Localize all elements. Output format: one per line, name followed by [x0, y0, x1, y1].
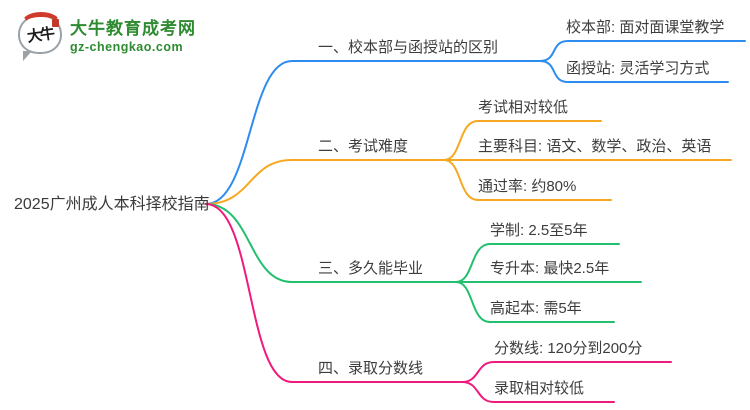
branch-2-child-3-line [443, 159, 612, 201]
branch-1-child-2-line [539, 60, 729, 83]
site-domain: gz-chengkao.com [70, 40, 184, 54]
branch-1-label: 一、校本部与函授站的区别 [318, 39, 499, 56]
branch-3-child-3-line [455, 281, 615, 323]
site-logo: 大牛 大牛教育成考网 gz-chengkao.com [18, 12, 196, 61]
branch-2-label: 二、考试难度 [318, 138, 409, 155]
branch-2-line [205, 159, 445, 205]
branch-3-label: 三、多久能毕业 [318, 260, 424, 277]
branch-1-child-1-line [539, 40, 746, 62]
logo-arc-icon [21, 12, 61, 36]
branch-3-child-3-label: 高起本: 需5年 [490, 300, 582, 317]
branch-4-child-2-label: 录取相对较低 [494, 380, 585, 397]
branch-2-child-3-label: 通过率: 约80% [478, 178, 577, 195]
branch-1-child-1-label: 校本部: 面对面课堂教学 [566, 19, 725, 36]
branch-1-child-2-label: 函授站: 灵活学习方式 [566, 60, 710, 77]
branch-2-child-2-label: 主要科目: 语文、数学、政治、英语 [478, 138, 712, 155]
branch-1-line [205, 60, 541, 205]
branch-4-child-1-line [461, 361, 672, 383]
branch-4-child-1-label: 分数线: 120分到200分 [494, 340, 643, 357]
branch-3-child-1-line [455, 243, 620, 283]
logo-characters: 大牛 [25, 23, 55, 46]
logo-text: 大牛教育成考网 gz-chengkao.com [70, 14, 196, 54]
branch-4-line [205, 203, 463, 383]
site-name: 大牛教育成考网 [70, 19, 196, 38]
logo-bubble-icon: 大牛 [18, 12, 62, 61]
branch-3-line [205, 203, 457, 283]
root-node-label: 2025广州成人本科择校指南 [14, 196, 210, 213]
logo-seal-icon [52, 19, 59, 27]
branch-3-child-1-label: 学制: 2.5至5年 [490, 222, 588, 239]
branch-3-child-2-label: 专升本: 最快2.5年 [490, 260, 610, 277]
branch-2-child-1-line [443, 120, 602, 161]
branch-4-label: 四、录取分数线 [318, 360, 424, 377]
branch-4-child-2-line [461, 381, 615, 403]
branch-2-child-1-label: 考试相对较低 [478, 99, 569, 116]
